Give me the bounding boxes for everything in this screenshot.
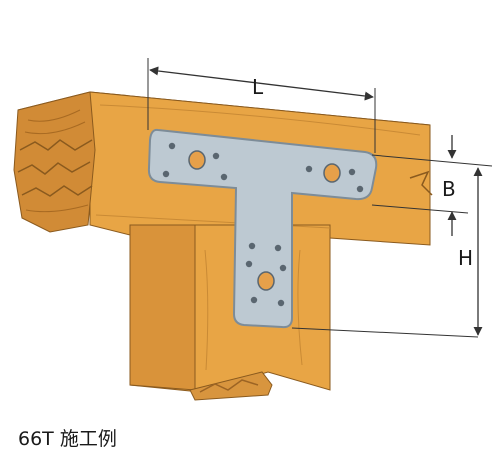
post-side-face bbox=[129, 209, 196, 391]
post-broken-end bbox=[189, 371, 273, 401]
dimension-h-label: H bbox=[458, 246, 473, 270]
caption: 66T 施工例 bbox=[18, 428, 117, 450]
dimension-l-label: L bbox=[252, 75, 264, 99]
t-plate-icon bbox=[147, 128, 378, 329]
dimension-h: H bbox=[291, 167, 483, 338]
dimension-b-label: B bbox=[442, 177, 456, 201]
post bbox=[129, 209, 331, 401]
nail-hole-icon bbox=[162, 142, 364, 307]
dimension-l: L bbox=[147, 58, 376, 153]
dimension-b: B bbox=[371, 135, 493, 236]
t-plate-body bbox=[147, 128, 378, 329]
bolt-hole-icon bbox=[188, 150, 341, 291]
